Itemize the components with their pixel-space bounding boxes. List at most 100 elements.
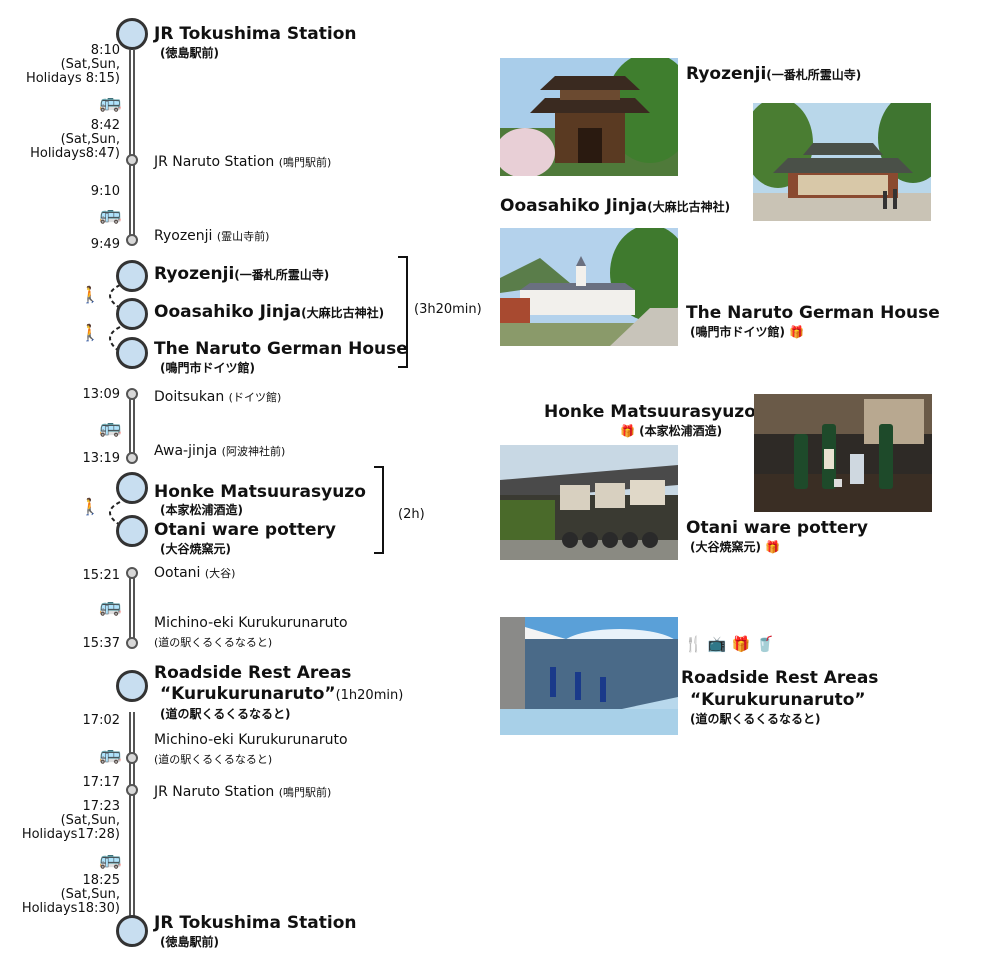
stop-jp: (霊山寺前) [216,230,270,243]
timeline-rail-3 [129,572,135,644]
stop-michi-2-jp: (道の駅くるくるなると) [154,751,272,768]
node-otani [116,515,148,547]
photo-honke [754,394,932,512]
walk-icon: 🚶 [80,285,100,304]
time-arrive-ryozenji: 9:49 [90,237,120,252]
photo-ooasahiko [753,103,931,221]
duration-1h20: (1h20min) [335,688,404,703]
photo-ryozenji [500,58,678,176]
dot-naruto-1 [126,154,138,166]
spot-roadside: Roadside Rest Areas [154,663,352,683]
photo-jp-roadside: (道の駅くるくるなると) [690,712,821,726]
stop-doitsukan: Doitsukan (ドイツ館) [154,389,281,406]
time-depart-1: 8:10 (Sat,Sun, Holidays 8:15) [25,43,120,86]
stop-name: Awa-jinja [154,443,218,459]
time-michi-depart: 17:02 [82,713,120,728]
timeline-rail-4 [129,712,135,932]
stop-naruto-1: JR Naruto Station (鳴門駅前) [154,154,331,171]
time-awajinja: 13:19 [82,451,120,466]
bus-icon: 🚌 [99,849,122,870]
spot-jp: (大麻比古神社) [301,306,385,320]
start-station-jp: (徳島駅前) [160,46,219,60]
spot-honke: Honke Matsuurasyuzo [154,482,366,502]
stop-awajinja: Awa-jinja (阿波神社前) [154,443,285,460]
spot-name: Ryozenji [154,264,235,284]
photo-title: Ryozenji [686,64,767,84]
walk-icon: 🚶 [80,323,100,342]
photo-title-ryozenji: Ryozenji(一番札所霊山寺) [686,64,861,85]
photo-title-ooasahiko: Ooasahiko Jinja(大麻比古神社) [500,196,730,217]
time-tokushima-arrive: 18:25 (Sat,Sun, Holidays18:30) [21,873,120,916]
spot-roadside-2: “Kurukurunaruto”(1h20min) [160,684,403,706]
photo-german-house [500,228,678,346]
stop-naruto-2: JR Naruto Station (鳴門駅前) [154,784,331,801]
dot-naruto-2 [126,784,138,796]
end-station-jp: (徳島駅前) [160,935,219,949]
roadside-facility-icons: 🍴 📺 🎁 🥤 [684,637,774,652]
start-station-name: JR Tokushima Station [154,24,357,44]
stop-jp: (鳴門駅前) [278,786,332,799]
bus-icon: 🚌 [99,596,122,617]
stop-name: JR Naruto Station [154,784,275,800]
time-naruto-depart: 17:23 (Sat,Sun, Holidays17:28) [21,799,120,842]
spot-otani-jp: (大谷焼窯元) [160,542,231,556]
tv-icon: 📺 [707,635,727,653]
stop-name: Doitsukan [154,389,225,405]
spot-german-house: The Naruto German House [154,339,408,359]
drink-icon: 🥤 [755,635,775,653]
photo-jp: (大谷焼窯元) [690,540,761,554]
bracket-3h20 [398,256,408,368]
duration-3h20: (3h20min) [414,302,482,317]
spot-honke-jp: (本家松浦酒造) [160,503,243,517]
node-roadside [116,670,148,702]
time-michi-arrive: 15:37 [82,636,120,651]
stop-jp: (道の駅くるくるなると) [154,753,273,766]
photo-jp: (大麻比古神社) [647,200,731,214]
time-ootani: 15:21 [82,568,120,583]
restaurant-icon: 🍴 [684,635,703,653]
photo-title-roadside: Roadside Rest Areas [681,668,879,688]
node-german-house [116,337,148,369]
stop-michi-1: Michino-eki Kurukurunaruto [154,615,348,631]
time-depart-naruto: 9:10 [90,184,120,199]
gift-icon: 🎁 [789,325,805,339]
photo-jp: (一番札所霊山寺) [766,68,862,82]
dot-awajinja [126,452,138,464]
photo-title-otani: Otani ware pottery [686,518,869,538]
node-ryozenji [116,260,148,292]
bus-icon: 🚌 [99,417,122,438]
photo-jp: (本家松浦酒造) [639,424,723,438]
gift-icon: 🎁 [620,424,635,438]
node-jr-tokushima-end [116,915,148,947]
time-doitsukan: 13:09 [82,387,120,402]
dot-ootani [126,567,138,579]
spot-name: “Kurukurunaruto” [160,684,336,704]
time-naruto-arrive: 17:17 [82,775,120,790]
timeline-rail-2 [129,395,135,460]
photo-jp: (鳴門市ドイツ館) [690,325,785,339]
bracket-2h [374,466,384,554]
stop-ryozenji: Ryozenji (霊山寺前) [154,228,269,245]
spot-roadside-jp: (道の駅くるくるなると) [160,707,291,721]
spot-ryozenji: Ryozenji(一番札所霊山寺) [154,264,329,285]
time-arrive-naruto: 8:42 (Sat,Sun, Holidays8:47) [30,118,120,161]
bus-icon: 🚌 [99,204,122,225]
bus-icon: 🚌 [99,744,122,765]
photo-title-honke: Honke Matsuurasyuzo [544,402,756,422]
node-jr-tokushima-start [116,18,148,50]
stop-jp: (阿波神社前) [221,445,286,458]
end-station-name: JR Tokushima Station [154,913,357,933]
stop-name: Ryozenji [154,228,213,244]
stop-jp: (鳴門駅前) [278,156,332,169]
photo-otani [500,445,678,560]
photo-title-roadside-2: “Kurukurunaruto” [690,690,866,710]
stop-name: Ootani [154,565,201,581]
photo-title-german: The Naruto German House [686,303,940,323]
bus-icon: 🚌 [99,92,122,113]
stop-name: JR Naruto Station [154,154,275,170]
stop-michi-1-jp: (道の駅くるくるなると) [154,634,272,651]
spot-jp: (一番札所霊山寺) [234,268,330,282]
duration-2h: (2h) [398,507,425,522]
spot-otani: Otani ware pottery [154,520,337,540]
spot-ooasahiko: Ooasahiko Jinja(大麻比古神社) [154,302,384,323]
